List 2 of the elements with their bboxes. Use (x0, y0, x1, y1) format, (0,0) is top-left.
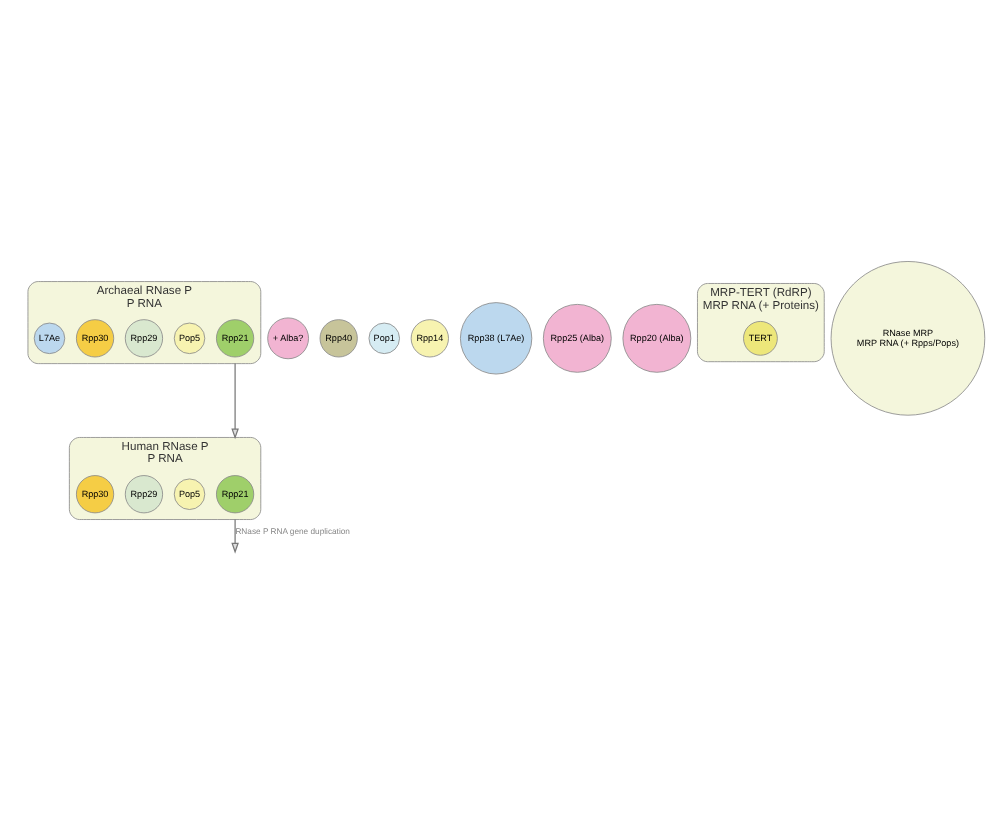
arrow (230, 363, 238, 440)
arrow (230, 518, 238, 554)
